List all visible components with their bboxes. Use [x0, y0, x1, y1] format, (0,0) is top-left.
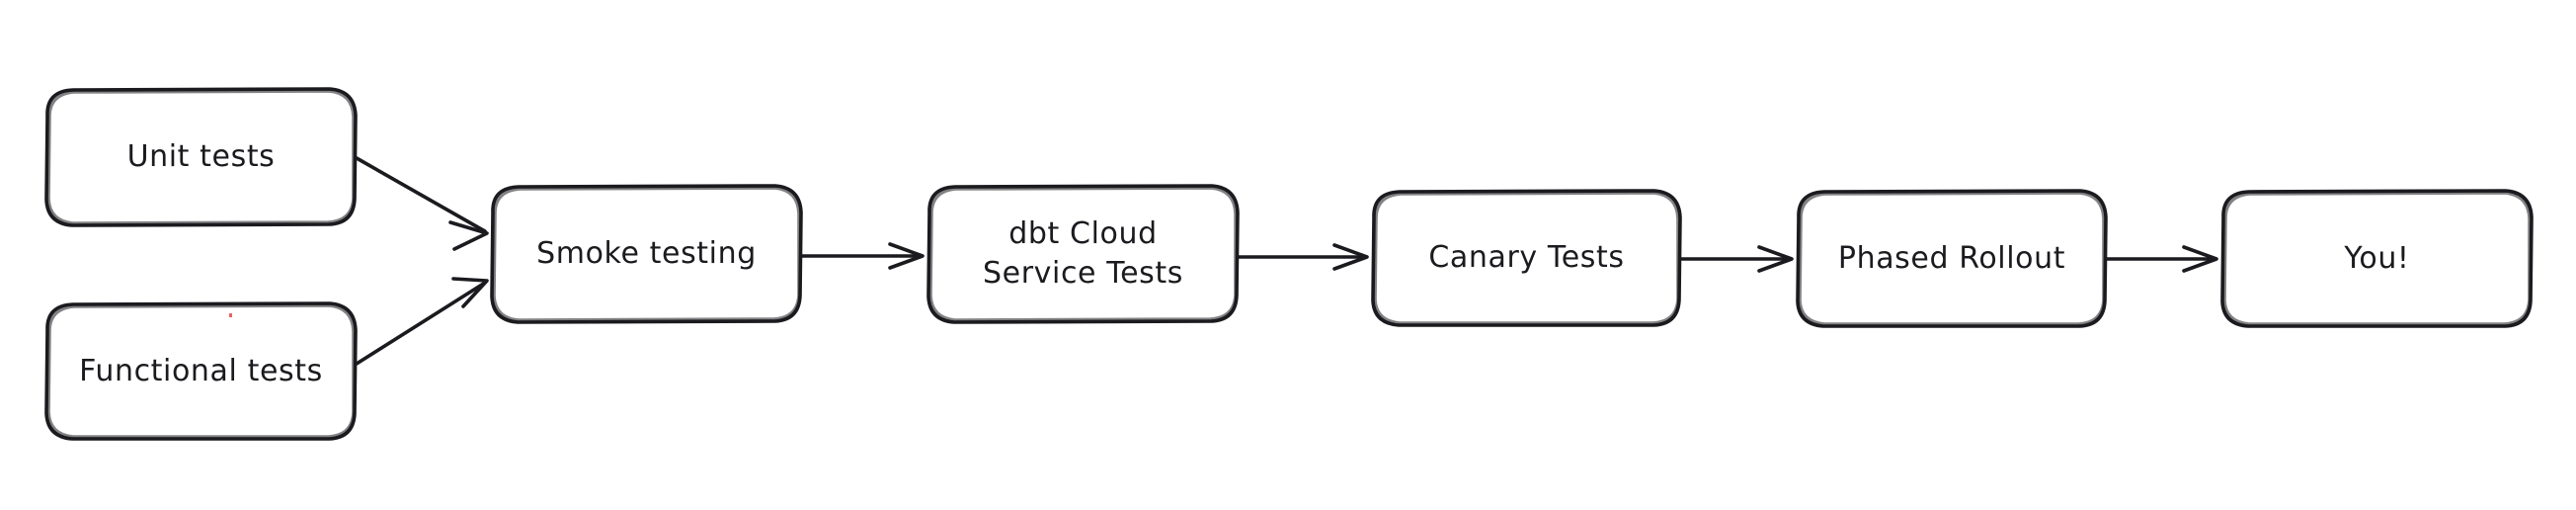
- node-label-unit-tests: Unit tests: [126, 139, 276, 175]
- node-phased-rollout[interactable]: Phased Rollout: [1798, 191, 2106, 326]
- node-you[interactable]: You!: [2222, 191, 2532, 326]
- edge-phased-to-you: [2105, 245, 2218, 273]
- node-dbt-cloud-service-tests[interactable]: dbt Cloud Service Tests: [928, 186, 1238, 322]
- node-label-smoke-testing: Smoke testing: [536, 236, 757, 272]
- node-unit-tests[interactable]: Unit tests: [46, 89, 356, 225]
- node-label-phased-rollout: Phased Rollout: [1837, 240, 2066, 276]
- node-label-dbt-cloud-service-tests: dbt Cloud Service Tests: [983, 216, 1183, 291]
- node-smoke-testing[interactable]: Smoke testing: [492, 186, 801, 322]
- edge-canary-to-phased: [1679, 245, 1794, 273]
- edge-smoke-to-dbt: [800, 242, 925, 270]
- node-label-you: You!: [2344, 240, 2410, 276]
- edge-functional-to-smoke: [355, 277, 489, 366]
- edge-dbt-to-canary: [1237, 243, 1369, 271]
- edge-unit-to-smoke: [355, 156, 489, 251]
- node-label-canary-tests: Canary Tests: [1428, 240, 1625, 276]
- node-functional-tests[interactable]: Functional tests: [46, 303, 356, 439]
- node-canary-tests[interactable]: Canary Tests: [1373, 191, 1680, 325]
- node-label-functional-tests: Functional tests: [79, 353, 323, 388]
- stray-pixel-artifact: [229, 313, 232, 317]
